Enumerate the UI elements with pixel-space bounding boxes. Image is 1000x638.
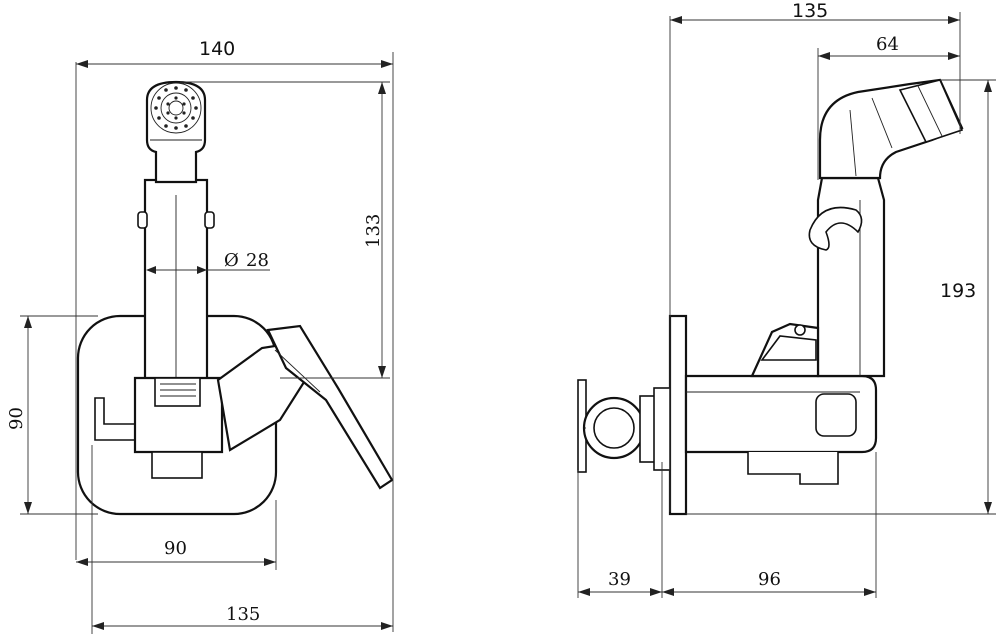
side-dim-39-label: 39 (608, 569, 631, 590)
front-diameter-label: 28 (246, 250, 269, 271)
front-dim-133: 133 (180, 81, 390, 379)
front-dim-90-vertical: 90 (6, 315, 98, 515)
front-dim-133-label: 133 (363, 214, 384, 248)
side-dim-135: 135 (669, 0, 961, 512)
front-dim-140: 140 (75, 38, 394, 632)
front-dim-90v-label: 90 (6, 407, 27, 430)
front-dim-135: 135 (91, 445, 393, 634)
front-dim-90-horizontal: 90 (76, 500, 277, 570)
front-handle (266, 324, 394, 490)
side-dim-135-label: 135 (792, 0, 828, 22)
nozzle-dots (154, 86, 198, 130)
side-spout (816, 176, 886, 378)
front-shower-head (145, 80, 207, 184)
side-wall-flange (668, 314, 688, 516)
front-dim-90h-label: 90 (164, 538, 187, 559)
side-dim-64: 64 (817, 34, 960, 180)
front-view: Ø 28 140 133 90 (6, 38, 394, 634)
front-diameter-symbol: Ø (224, 250, 239, 271)
side-hook-clip (808, 206, 863, 251)
front-dim-140-label: 140 (199, 38, 235, 60)
side-view: 135 64 193 39 (577, 0, 996, 598)
front-diameter-leader: Ø 28 (146, 250, 270, 274)
side-dim-64-label: 64 (876, 34, 899, 55)
side-dim-96-label: 96 (758, 569, 781, 590)
front-dim-135-label: 135 (226, 604, 260, 625)
side-dim-39: 39 (577, 462, 663, 598)
side-dim-193: 193 (686, 79, 996, 515)
side-rear-connector (577, 379, 671, 473)
side-dim-96: 96 (662, 452, 877, 598)
side-dim-193-label: 193 (940, 280, 976, 302)
